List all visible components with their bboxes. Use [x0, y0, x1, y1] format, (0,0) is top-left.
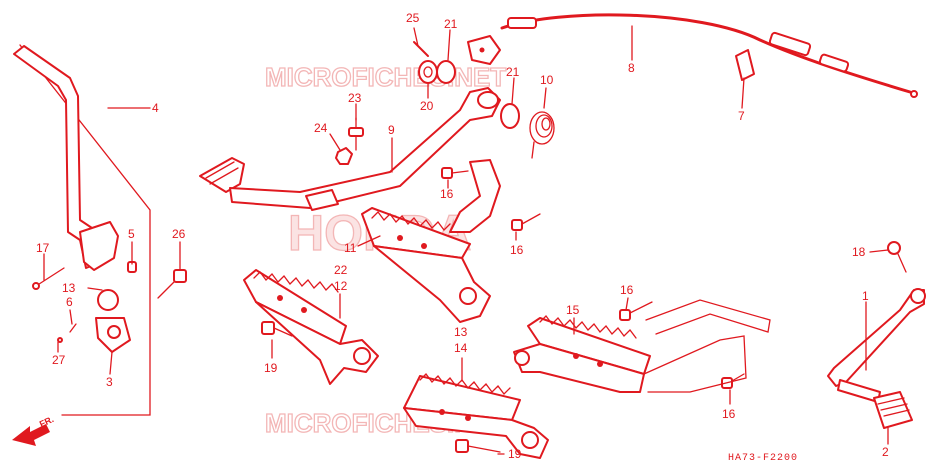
fr-label: FR.: [38, 414, 55, 429]
brake-cable: [500, 13, 918, 98]
leader-lines: [43, 25, 889, 455]
callout-21a: 21: [444, 17, 458, 31]
bolt-23: [348, 117, 364, 151]
return-spring-10: [529, 111, 555, 159]
watermark-top: MICROFICHES.NET: [265, 62, 506, 92]
callout-10: 10: [540, 73, 554, 87]
callout-8: 8: [628, 61, 635, 75]
washer-21a: [436, 60, 456, 84]
callout-16a: 16: [440, 187, 454, 201]
washer-20: [418, 60, 438, 84]
kick-starter-arm: [13, 44, 151, 416]
callout-1: 1: [862, 289, 869, 303]
callout-13a: 12: [334, 279, 348, 293]
bolt-19b: [455, 439, 501, 453]
callout-3: 3: [106, 375, 113, 389]
pedal-rubber-2: [873, 391, 913, 429]
diagram-code: HA73-F2200: [728, 453, 798, 464]
kick-pedal-1: [827, 288, 926, 403]
callout-2: 2: [882, 445, 889, 459]
callout-14: 14: [454, 341, 468, 355]
callout-24: 24: [314, 121, 328, 135]
callout-6: 6: [66, 295, 73, 309]
callout-16c: 16: [620, 283, 634, 297]
callout-27: 27: [52, 353, 66, 367]
cable-clamp-7: [735, 49, 755, 81]
cotter-pin-25: [413, 41, 429, 57]
callout-16b: 16: [510, 243, 524, 257]
callout-21b: 21: [506, 65, 520, 79]
front-direction-arrow: FR.: [12, 414, 55, 446]
bolt-26: [157, 269, 187, 299]
callout-18: 18: [852, 245, 866, 259]
callout-22: 13: [62, 281, 76, 295]
bolt-16a: [441, 167, 469, 179]
callout-5: 5: [128, 227, 135, 241]
bolt-19a: [261, 321, 293, 337]
washer-21b: [500, 103, 520, 129]
brake-pedal: [199, 35, 501, 211]
callout-19b: 19: [508, 447, 522, 461]
callout-26: 26: [172, 227, 186, 241]
bolt-16c: [619, 301, 653, 321]
nut-24: [335, 147, 353, 165]
step-bracket-15: [513, 299, 771, 393]
callout-20: 20: [420, 99, 434, 113]
callout-19a: 19: [264, 361, 278, 375]
callout-4: 4: [152, 101, 159, 115]
callout-11: 11: [344, 241, 357, 255]
callout-15: 15: [566, 303, 580, 317]
callout-25: 25: [406, 11, 420, 25]
callout-16d: 16: [722, 407, 736, 421]
callout-labels: 25 21 8 20 21 10 7 4 23 24 9 16 16 5 26 …: [36, 11, 889, 461]
callout-23: 23: [348, 91, 362, 105]
footpeg-12: [243, 269, 379, 385]
footpeg-14: [403, 373, 549, 459]
callout-9: 9: [388, 123, 395, 137]
callout-7: 7: [738, 109, 745, 123]
bolt-16b: [511, 213, 541, 231]
callout-13b: 13: [454, 325, 468, 339]
callout-12: 22: [334, 263, 348, 277]
step-bracket-11: [361, 159, 501, 323]
callout-17: 17: [36, 241, 50, 255]
bolt-18: [887, 241, 907, 273]
